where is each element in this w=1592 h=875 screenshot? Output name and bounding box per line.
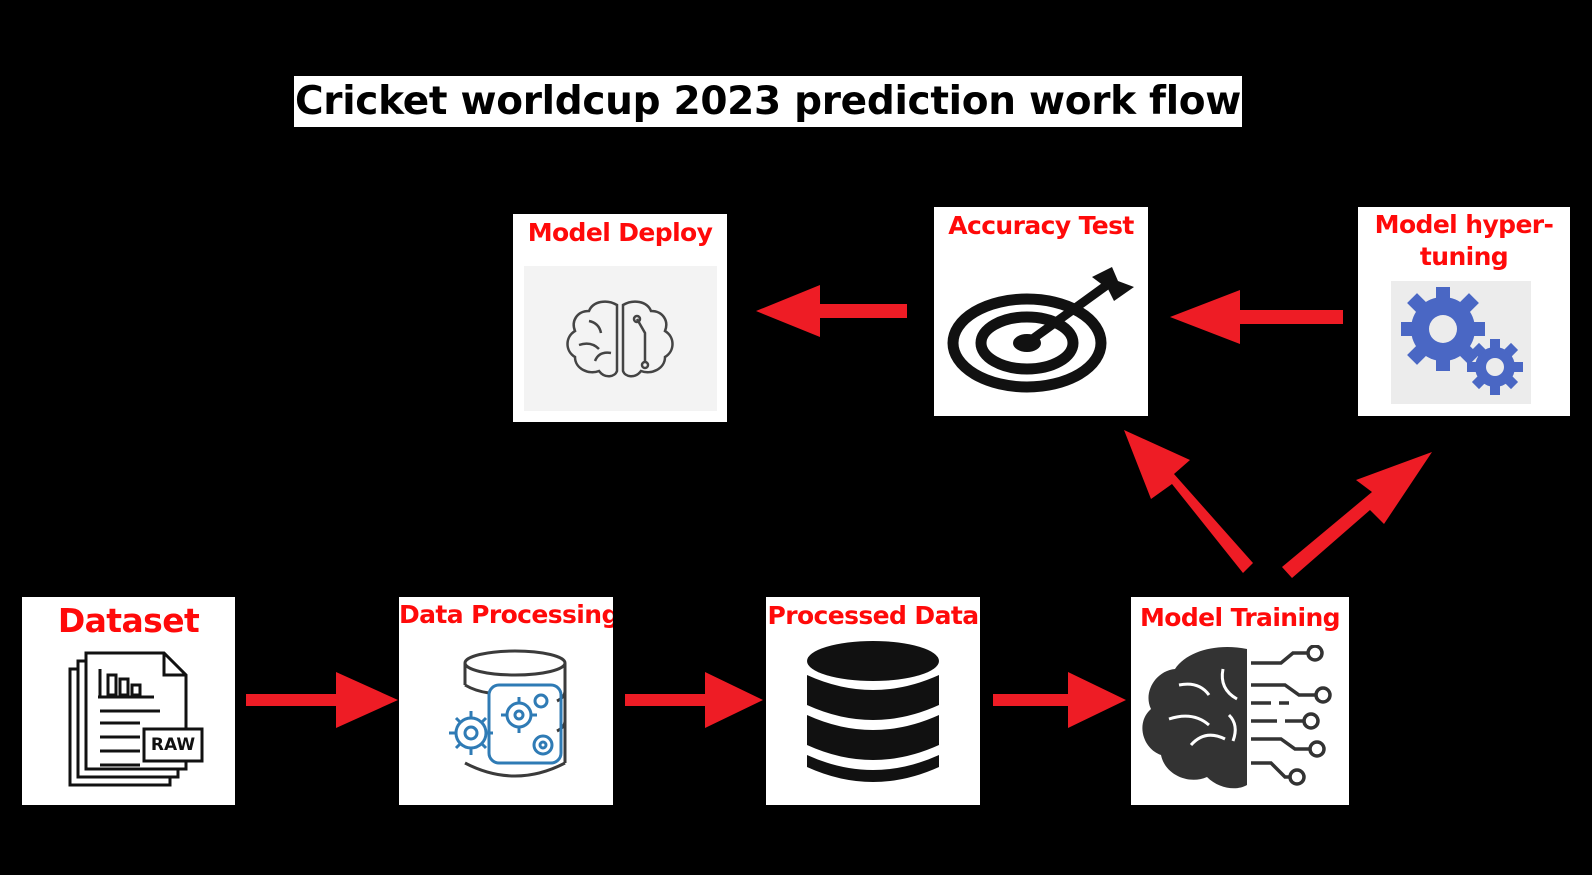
node-model-training: Model Training: [1131, 597, 1349, 805]
brain-outline-icon: [566, 300, 674, 378]
node-data-processing: Data Processing: [399, 597, 613, 805]
node-label-hypertuning-2: tuning: [1419, 242, 1509, 271]
arrow-dataset-to-processing: [246, 672, 398, 728]
arrow-hypertuning-to-accuracy: [1170, 290, 1343, 344]
node-model-hypertuning: Model hyper- tuning: [1358, 207, 1570, 416]
target-arrow-icon: [947, 267, 1134, 393]
node-label-dataset: Dataset: [57, 601, 200, 640]
page-title: Cricket worldcup 2023 prediction work fl…: [294, 76, 1242, 127]
node-label-model-training: Model Training: [1140, 603, 1341, 632]
raw-document-icon: [68, 651, 204, 787]
node-label-model-deploy: Model Deploy: [527, 218, 713, 247]
arrow-accuracy-to-deploy: [756, 285, 907, 337]
ai-brain-circuit-icon: [1142, 645, 1332, 789]
deploy-icon-background: [524, 266, 717, 411]
node-model-deploy: Model Deploy: [513, 214, 727, 422]
gears-icon: [1401, 287, 1523, 395]
node-label-data-processing: Data Processing: [399, 600, 613, 629]
node-dataset: Dataset RAW: [22, 597, 235, 805]
node-label-processed-data: Processed Data: [767, 601, 980, 630]
database-gears-icon: [449, 649, 567, 778]
database-icon: [807, 641, 939, 782]
arrow-processed-to-training: [993, 672, 1126, 728]
raw-badge: RAW: [150, 735, 196, 755]
node-accuracy-test: Accuracy Test: [934, 207, 1148, 416]
node-label-accuracy-test: Accuracy Test: [948, 211, 1134, 240]
arrow-training-to-accuracy: [1124, 430, 1253, 573]
node-processed-data: Processed Data: [766, 597, 980, 805]
arrow-training-to-hypertuning: [1282, 452, 1432, 578]
arrow-processing-to-processed: [625, 672, 763, 728]
node-label-hypertuning-1: Model hyper-: [1374, 210, 1554, 239]
